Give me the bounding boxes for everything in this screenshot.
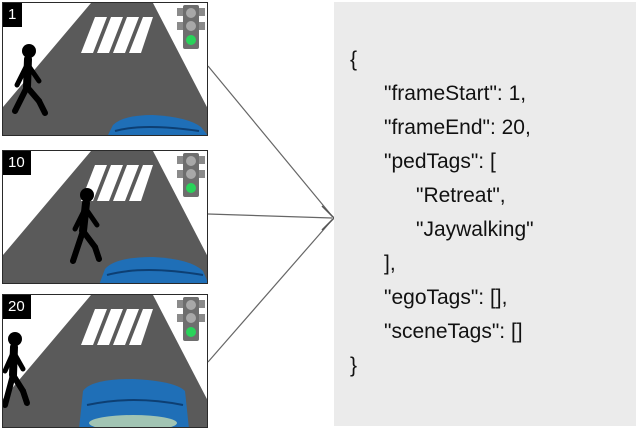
json-line: "frameStart": 1, [384,82,527,105]
json-line: ], [384,252,396,275]
crosswalk [81,309,153,345]
crosswalk [81,17,153,53]
ego-car [99,257,207,283]
json-line: "frameEnd": 20, [384,116,531,139]
frame-panel-10: 10 [2,150,208,284]
ego-car [108,115,207,135]
json-line: { [350,48,358,71]
frame-number-badge: 1 [3,3,23,27]
traffic-light-icon [177,297,205,341]
pedestrian [70,188,102,264]
json-line: "egoTags": [], [384,286,508,309]
ego-car [79,379,189,427]
connector-line [207,65,333,217]
json-line: "Jaywalking" [416,218,534,241]
json-line: "pedTags": [ [384,150,496,173]
frame-number-badge: 10 [3,151,31,175]
arrow-head [321,205,336,231]
json-line: } [350,354,358,377]
frame-panel-20: 20 [2,294,208,428]
json-line: "sceneTags": [] [384,320,523,343]
frame-number-badge: 20 [3,295,31,319]
pedestrian [3,332,30,408]
frame-10-scene [3,151,207,283]
frame-20-scene [3,295,207,427]
road [3,151,207,283]
frame-panel-1: 1 [2,2,208,136]
connector-line [207,219,333,363]
traffic-light-icon [177,5,205,49]
pedestrian [12,44,48,116]
road [3,3,207,135]
frame-1-scene [3,3,207,135]
connector-line [207,213,333,219]
traffic-light-icon [177,153,205,197]
json-output-panel: { "frameStart": 1, "frameEnd": 20, "pedT… [334,2,636,426]
json-line: "Retreat", [416,184,506,207]
